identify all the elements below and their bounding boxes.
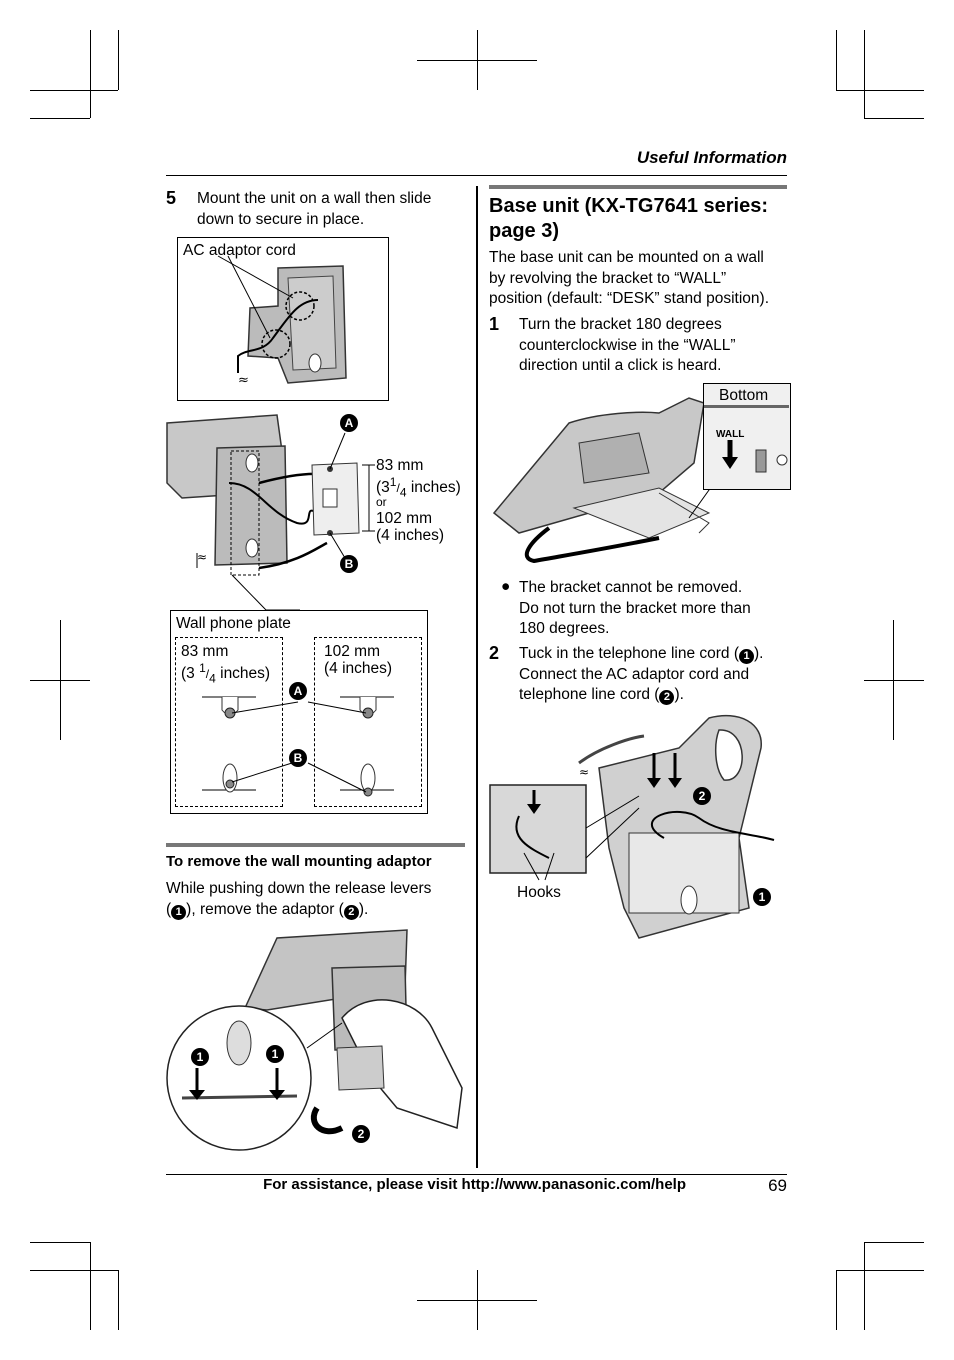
wall-label: WALL: [716, 429, 745, 440]
svg-text:≈: ≈: [579, 765, 589, 779]
base-unit-heading: Base unit (KX-TG7641 series: page 3): [489, 195, 768, 242]
plate-marker-a: A: [289, 682, 307, 700]
plate-83mm-label: 83 mm (3 1/4 inches): [181, 643, 271, 686]
hooks-label: Hooks: [517, 884, 561, 901]
header-rule: [166, 175, 787, 176]
cord-connection-illustration: ≈: [489, 714, 775, 939]
fig4-callout-2: 2: [352, 1125, 370, 1143]
step-5-text: Mount the unit on a wall then slide down…: [197, 190, 432, 228]
fig6-callout-2: 2: [693, 787, 711, 805]
step-5-number: 5: [166, 188, 177, 208]
step-1-number: 1: [489, 314, 500, 334]
marker-b: B: [340, 555, 358, 573]
screw-positions: [202, 696, 394, 797]
wall-phone-plate-title: Wall phone plate: [176, 615, 291, 632]
bracket-bullet: ● The bracket cannot be removed. Do not …: [501, 578, 751, 637]
base-unit-intro: The base unit can be mounted on a wall b…: [489, 249, 769, 307]
column-divider: [476, 186, 478, 1168]
dimension-83mm: 83 mm (31/4 inches): [376, 457, 461, 500]
fig6-callout-1: 1: [753, 888, 771, 906]
plate-marker-b: B: [289, 749, 307, 767]
right-section-rule: [489, 185, 787, 189]
wall-inset-illustration: [704, 405, 789, 473]
fig4-callout-1b: 1: [266, 1045, 284, 1063]
plate-102mm-label: 102 mm (4 inches): [324, 643, 393, 677]
callout-pointer: [231, 574, 300, 611]
ac-adaptor-cord-label: AC adaptor cord: [183, 242, 296, 259]
fig4-callout-1a: 1: [191, 1048, 209, 1066]
step-2-text: Tuck in the telephone line cord (1). Con…: [519, 645, 764, 705]
remove-adaptor-illustration: [166, 929, 463, 1151]
bracket-rotation-illustration: [492, 397, 715, 564]
step-1-text: Turn the bracket 180 degrees countercloc…: [519, 316, 736, 374]
wall-phone-plate-figure: [170, 610, 428, 814]
remove-text: While pushing down the release levers (1…: [166, 880, 432, 920]
page-number: 69: [768, 1176, 787, 1195]
section-header: Useful Information: [636, 148, 787, 167]
wall-adaptor-illustration: ≈: [217, 255, 347, 388]
bottom-label: Bottom: [719, 387, 769, 404]
footer-help: For assistance, please visit http://www.…: [263, 1176, 686, 1193]
plate-102mm-box: [314, 637, 422, 807]
callout-2: 2: [343, 904, 359, 920]
section-rule: [166, 843, 465, 847]
marker-a: A: [340, 414, 358, 432]
plate-83mm-box: [175, 637, 283, 807]
callout-1: 1: [171, 904, 187, 920]
svg-text:≈: ≈: [238, 373, 249, 388]
remove-heading: To remove the wall mounting adaptor: [166, 853, 432, 870]
bottom-inset: [703, 383, 791, 490]
mounting-diagram: ≈: [166, 414, 375, 576]
or-label: or: [376, 495, 387, 509]
svg-text:≈: ≈: [197, 550, 207, 564]
step-2-number: 2: [489, 643, 500, 663]
dimension-102mm: 102 mm (4 inches): [376, 510, 445, 544]
footer-rule: [166, 1174, 787, 1175]
